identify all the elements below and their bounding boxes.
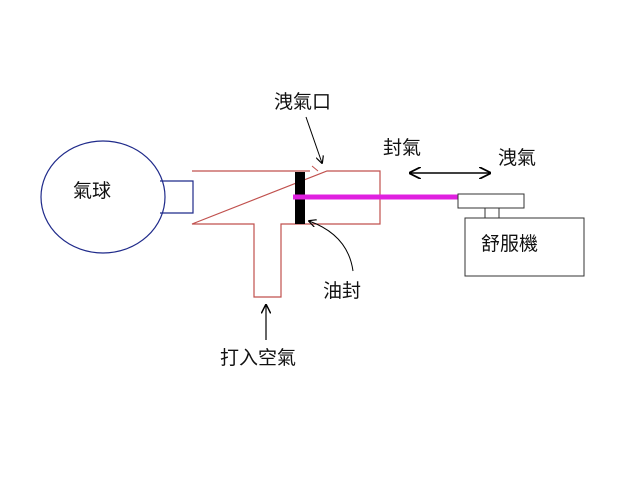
balloon-shape bbox=[40, 140, 166, 254]
machine-head bbox=[457, 193, 525, 209]
seal-label: 封氣 bbox=[383, 137, 421, 159]
deflate-label: 洩氣 bbox=[498, 147, 536, 169]
vent-port-arrow bbox=[305, 116, 322, 163]
vent-port-tick bbox=[311, 165, 319, 172]
air-chamber-outline bbox=[191, 170, 381, 298]
oil-seal-label: 油封 bbox=[323, 280, 361, 302]
vent-port-label: 洩氣口 bbox=[274, 91, 331, 113]
balloon-neck bbox=[160, 180, 194, 214]
machine-body bbox=[464, 217, 585, 277]
oil-seal-arrow bbox=[309, 221, 354, 272]
machine-label: 舒服機 bbox=[481, 233, 538, 255]
machine-connector bbox=[484, 207, 500, 220]
pump-in-label: 打入空氣 bbox=[220, 347, 296, 369]
balloon-label: 氣球 bbox=[73, 180, 111, 202]
